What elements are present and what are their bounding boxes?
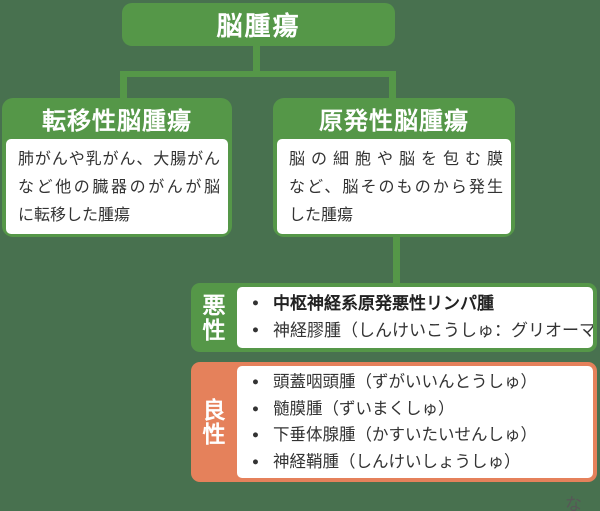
footnote-etc: など xyxy=(565,495,583,511)
malignant-tumor-list: 中枢神経系原発悪性リンパ腫 神経膠腫（しんけいこうしゅ：グリオーマ） xyxy=(237,287,593,344)
branch-title: 原発性脳腫瘍 xyxy=(319,108,469,135)
list-item: 下垂体腺腫（かすいたいせんしゅ） xyxy=(251,422,587,449)
connector-left-vertical xyxy=(120,71,127,99)
classification-body-malignant: 中枢神経系原発悪性リンパ腫 神経膠腫（しんけいこうしゅ：グリオーマ） xyxy=(237,287,593,348)
classification-label-column-benign: 良性 xyxy=(191,362,237,482)
branch-description-primary: 脳の細胞や脳を包む膜 など、脳そのものから発生 した腫瘍 xyxy=(277,139,511,234)
description-line: 脳の細胞や脳を包む膜 xyxy=(289,151,503,168)
branch-header-metastatic: 転移性脳腫瘍 xyxy=(2,98,232,139)
branch-box-primary: 原発性脳腫瘍 脳の細胞や脳を包む膜 など、脳そのものから発生 した腫瘍 xyxy=(273,98,515,237)
list-item: 中枢神経系原発悪性リンパ腫 xyxy=(251,290,587,317)
description-line: に転移した腫瘍 xyxy=(18,207,131,224)
classification-label-column-malignant: 悪性 xyxy=(191,283,237,352)
description-line: など他の臓器のがんが脳 xyxy=(18,179,220,196)
classification-box-benign: 良性 頭蓋咽頭腫（ずがいいんとうしゅ） 髄膜腫（ずいまくしゅ） 下垂体腺腫（かす… xyxy=(191,362,597,482)
description-line: した腫瘍 xyxy=(289,207,354,224)
classification-label: 良性 xyxy=(202,396,226,447)
connector-root-vertical xyxy=(253,45,260,72)
branch-title: 転移性脳腫瘍 xyxy=(42,108,192,135)
list-item: 神経鞘腫（しんけいしょうしゅ） xyxy=(251,449,587,476)
branch-header-primary: 原発性脳腫瘍 xyxy=(273,98,515,139)
list-item: 髄膜腫（ずいまくしゅ） xyxy=(251,396,587,423)
connector-right-vertical xyxy=(389,71,396,99)
list-item: 頭蓋咽頭腫（ずがいいんとうしゅ） xyxy=(251,369,587,396)
connector-branch-horizontal xyxy=(120,71,396,77)
branch-description-metastatic: 肺がんや乳がん、大腸がん など他の臓器のがんが脳 に転移した腫瘍 xyxy=(6,139,228,234)
benign-tumor-list: 頭蓋咽頭腫（ずがいいんとうしゅ） 髄膜腫（ずいまくしゅ） 下垂体腺腫（かすいたい… xyxy=(237,366,593,475)
description-line: 肺がんや乳がん、大腸がん xyxy=(18,151,220,168)
connector-primary-to-malignant xyxy=(393,236,400,284)
classification-body-benign: 頭蓋咽頭腫（ずがいいんとうしゅ） 髄膜腫（ずいまくしゅ） 下垂体腺腫（かすいたい… xyxy=(237,366,593,478)
classification-label: 悪性 xyxy=(202,292,226,343)
description-line: など、脳そのものから発生 xyxy=(289,179,503,196)
list-item: 神経膠腫（しんけいこうしゅ：グリオーマ） xyxy=(251,317,593,344)
branch-box-metastatic: 転移性脳腫瘍 肺がんや乳がん、大腸がん など他の臓器のがんが脳 に転移した腫瘍 xyxy=(2,98,232,237)
root-node-title: 脳腫瘍 xyxy=(216,11,301,41)
root-node-brain-tumor: 脳腫瘍 xyxy=(122,3,395,46)
classification-box-malignant: 悪性 中枢神経系原発悪性リンパ腫 神経膠腫（しんけいこうしゅ：グリオーマ） xyxy=(191,283,597,352)
